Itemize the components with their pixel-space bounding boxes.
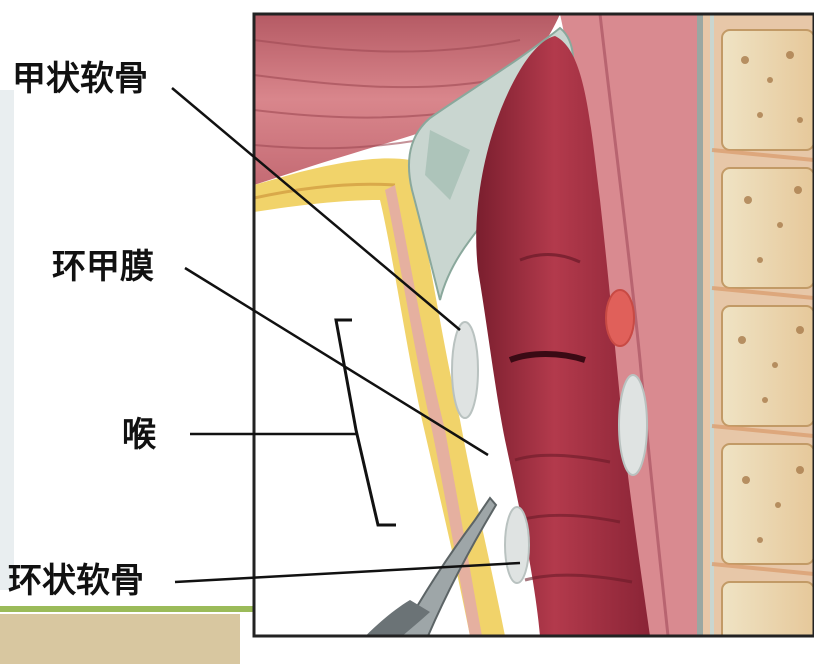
posterior-cartilage-node xyxy=(619,375,647,475)
vertebra-4 xyxy=(722,444,814,564)
vertebra-3 xyxy=(722,306,814,426)
label-larynx: 喉 xyxy=(122,418,156,452)
label-thyroid-cartilage: 甲状软骨 xyxy=(12,62,148,96)
cricoid-cartilage-node xyxy=(505,507,529,583)
vertebra-1 xyxy=(722,30,814,150)
cricothyroid-cartilage-node xyxy=(452,322,478,418)
label-cricoid-cartilage: 环状软骨 xyxy=(8,564,144,598)
vertebra-2 xyxy=(722,168,814,288)
arytenoid xyxy=(606,290,634,346)
vertebra-5 xyxy=(722,582,814,642)
label-cricothyroid-membrane: 环甲膜 xyxy=(52,250,154,284)
